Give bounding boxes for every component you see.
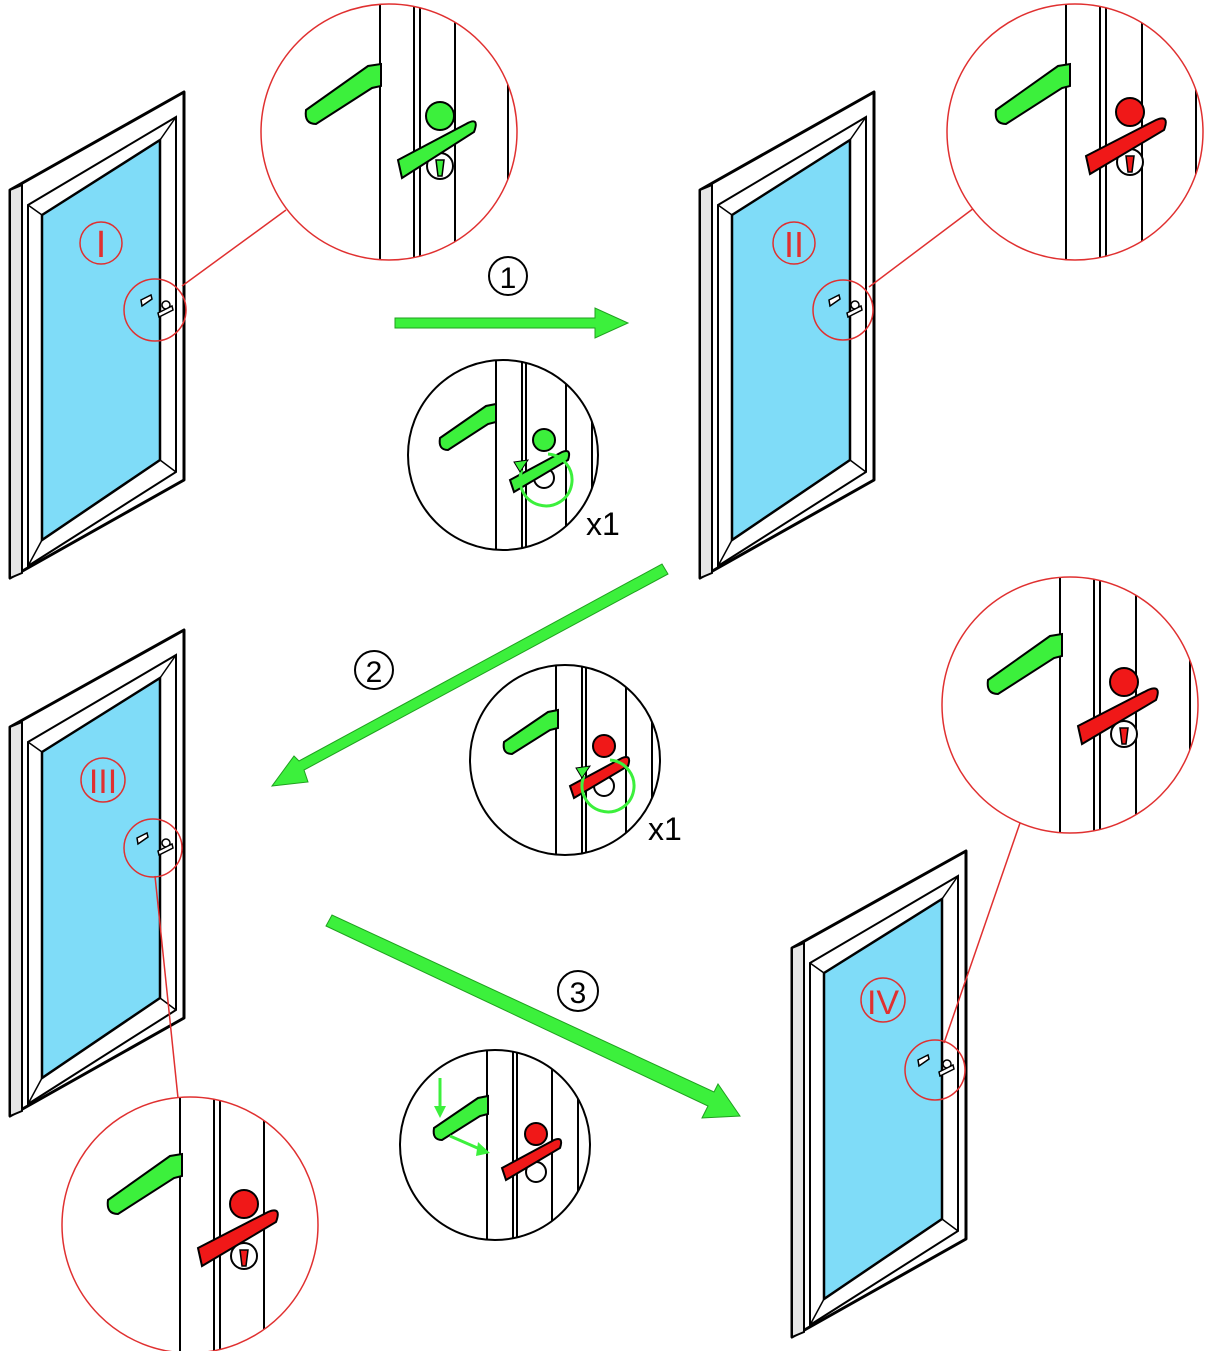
- rosette-icon: [1115, 97, 1145, 127]
- step-1-arrow: [394, 307, 630, 339]
- step-3: 3: [325, 914, 741, 1241]
- rosette-icon: [229, 1189, 259, 1219]
- outer-handle-icon: [196, 1209, 279, 1268]
- outer-handle-icon: [1076, 687, 1159, 746]
- inner-handle-icon: [986, 632, 1063, 696]
- callout-line-3: [154, 875, 179, 1099]
- step-1-multiplier: x1: [586, 506, 620, 542]
- inner-handle-icon: [304, 62, 382, 126]
- pull-arrow-icon: [449, 1134, 483, 1152]
- door-1-label-circle: [79, 221, 123, 265]
- step-2-arrow: [270, 563, 669, 787]
- outer-handle-icon: [396, 120, 477, 180]
- door-2-label: II: [784, 224, 804, 265]
- rotate-arrow-icon: [518, 452, 574, 508]
- step-3-number: 3: [570, 977, 587, 1010]
- callout-line-4: [943, 822, 1021, 1044]
- door-2: II: [698, 90, 876, 580]
- door-2-handle-icon: [828, 293, 863, 319]
- door-4-label: IV: [867, 984, 899, 1022]
- step-2-number-circle: [354, 650, 394, 690]
- door-3-label-circle: [80, 757, 126, 803]
- door-3: III: [8, 628, 186, 1118]
- step-2-number: 2: [366, 656, 383, 689]
- step-1-detail: [407, 359, 599, 551]
- inner-handle-icon: [994, 62, 1071, 126]
- inner-handle-icon: [106, 1152, 183, 1216]
- step-3-arrow: [325, 914, 741, 1119]
- callout-door-4-locked: [941, 576, 1199, 834]
- rosette-icon: [1109, 667, 1139, 697]
- door-2-label-circle: [772, 221, 816, 265]
- step-2-detail: [469, 664, 661, 856]
- door-3-label: III: [89, 763, 117, 801]
- door-4-handle-icon: [917, 1053, 955, 1078]
- step-1-number: 1: [500, 262, 517, 295]
- step-3-detail: [399, 1049, 591, 1241]
- door-4-label-circle: [860, 977, 906, 1023]
- door-4: IV: [790, 849, 968, 1339]
- callout-door-2-locked: [946, 3, 1204, 261]
- step-2-multiplier: x1: [648, 811, 682, 847]
- rosette-icon: [425, 101, 455, 131]
- callout-line-2: [868, 207, 975, 288]
- door-3-handle-icon: [136, 831, 174, 857]
- callout-door-3-locked: [61, 1096, 319, 1354]
- outer-handle-icon: [1084, 117, 1167, 176]
- step-3-number-circle: [557, 970, 599, 1012]
- callout-line-1: [181, 209, 287, 287]
- callout-door-1-unlocked: [260, 3, 518, 261]
- step-1-number-circle: [488, 256, 528, 296]
- rotate-arrow-icon: [580, 758, 636, 814]
- door-1-label: I: [96, 224, 107, 266]
- door-1-handle-icon: [140, 293, 174, 319]
- door-1: I: [8, 90, 187, 580]
- step-1: 1 x1: [394, 256, 630, 551]
- step-2: 2 x1: [270, 563, 682, 856]
